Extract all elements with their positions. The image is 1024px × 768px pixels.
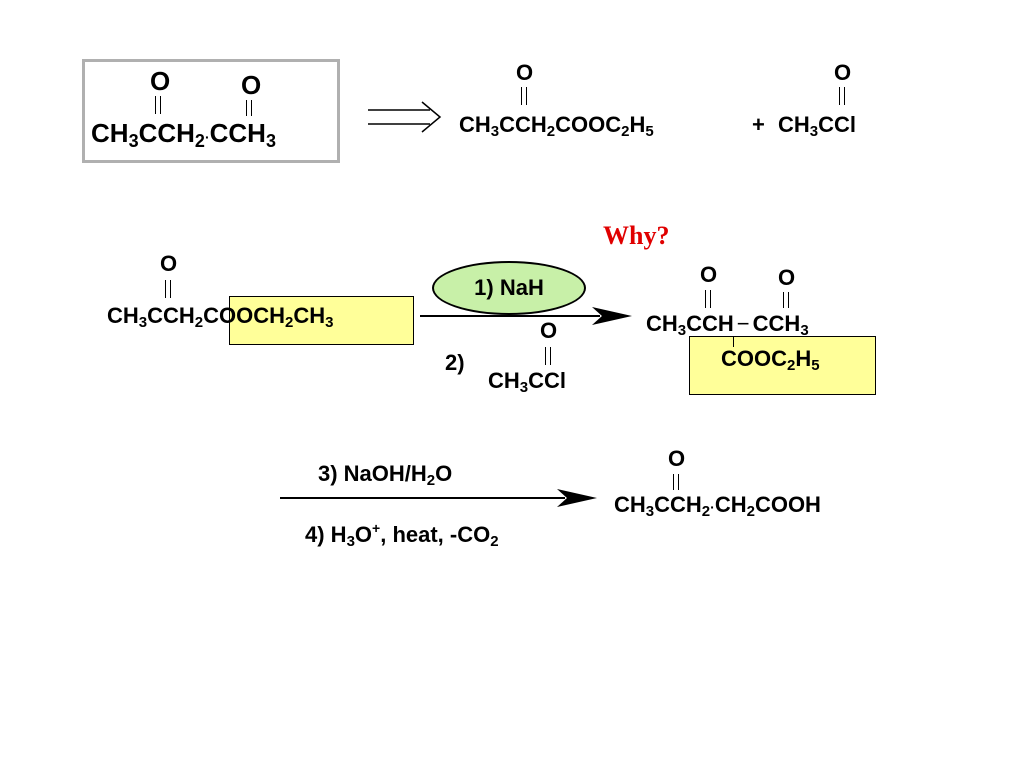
product-carbonyl-oxygen-left: O [700,262,718,287]
retrosynthesis-arrow [368,101,442,133]
reactant-double-bond [165,280,171,298]
why-question: Why? [603,221,670,250]
synthon2-formula: CH3CCl [778,112,857,140]
reactant-carbonyl-oxygen: O [160,251,178,276]
reagent2-step-number: 2) [445,350,465,375]
target-molecule-formula: CH3CCH2·CCH3 [91,118,276,151]
product-branch-bond [733,337,734,347]
reagent-nah-ellipse: 1) NaH [432,261,586,315]
reagent2-formula: CH3CCl [488,368,567,396]
reactant-ester-highlight [229,296,414,345]
reaction-arrow-1 [420,307,632,325]
reagent3-label: 3) NaOH/H2O [318,461,453,489]
synthon2-carbonyl-oxygen: O [834,60,852,85]
synthon1-formula: CH3CCH2COOC2H5 [459,112,654,140]
product-formula: CH3CCH−CCH3 [646,311,809,339]
reagent2-carbonyl-oxygen: O [540,318,558,343]
reagent2-double-bond [545,347,551,365]
product-double-bond-right [783,292,789,308]
reactant-formula: CH3CCH2COOCH2CH3 [107,303,334,331]
product-carbonyl-oxygen-right: O [778,265,796,290]
synthon1-double-bond [521,87,527,105]
target-double-bond-left [155,96,161,114]
product-double-bond-left [705,290,711,308]
reagent4-label: 4) H3O+, heat, -CO2 [305,520,499,550]
product-ester-substituent: COOC2H5 [721,346,820,374]
target-carbonyl-oxygen-right: O [241,70,262,100]
product-ester-highlight [689,336,876,395]
synthon1-carbonyl-oxygen: O [516,60,534,85]
final-product-formula: CH3CCH2·CH2COOH [614,492,821,520]
final-product-double-bond [673,474,679,490]
target-molecule-box [82,59,340,163]
final-product-carbonyl-oxygen: O [668,446,686,471]
reaction-arrow-2 [280,489,597,507]
plus-sign: + [752,112,765,137]
synthon2-double-bond [839,87,845,105]
reagent-nah-label: 1) NaH [474,275,544,300]
target-carbonyl-oxygen-left: O [150,66,171,96]
target-double-bond-right [246,100,252,116]
